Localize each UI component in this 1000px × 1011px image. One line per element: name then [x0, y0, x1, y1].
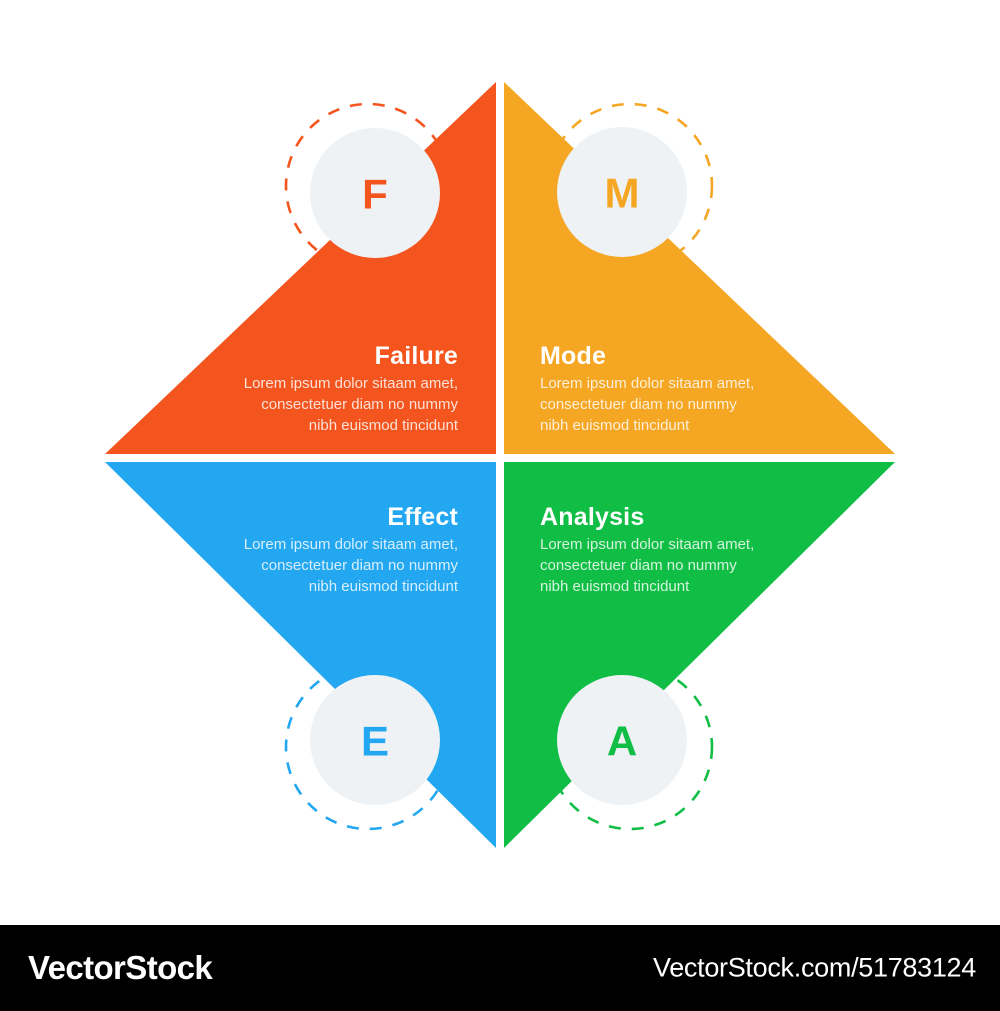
mode-body-line-1: Lorem ipsum dolor sitaam amet, — [540, 375, 754, 392]
effect-title: Effect — [387, 503, 458, 531]
analysis-title: Analysis — [540, 503, 644, 531]
quadrant-mode[interactable]: M Mode Lorem ipsum dolor sitaam amet, co… — [504, 82, 895, 454]
failure-body-line-2: consectetuer diam no nummy — [261, 396, 458, 413]
mode-badge-letter: M — [605, 170, 640, 217]
failure-body-line-1: Lorem ipsum dolor sitaam amet, — [244, 375, 458, 392]
mode-body-line-2: consectetuer diam no nummy — [540, 396, 737, 413]
effect-badge-letter: E — [361, 718, 389, 765]
analysis-badge-circle[interactable] — [557, 675, 687, 805]
quadrant-failure[interactable]: F Failure Lorem ipsum dolor sitaam amet,… — [105, 82, 496, 454]
quadrant-effect[interactable]: E Effect Lorem ipsum dolor sitaam amet, … — [105, 462, 496, 848]
effect-badge-circle[interactable] — [310, 675, 440, 805]
quadrant-analysis[interactable]: A Analysis Lorem ipsum dolor sitaam amet… — [504, 462, 895, 848]
effect-body-line-1: Lorem ipsum dolor sitaam amet, — [244, 536, 458, 553]
mode-badge-circle[interactable] — [557, 127, 687, 257]
vectorstock-url: VectorStock.com/51783124 — [652, 952, 976, 983]
analysis-dashed-ring — [546, 663, 714, 831]
analysis-body-line-2: consectetuer diam no nummy — [540, 557, 737, 574]
fmea-diamond-diagram: F Failure Lorem ipsum dolor sitaam amet,… — [105, 82, 895, 848]
failure-badge-letter: F — [362, 171, 388, 218]
mode-dashed-ring — [546, 102, 714, 270]
analysis-body-line-1: Lorem ipsum dolor sitaam amet, — [540, 536, 754, 553]
effect-body-line-2: consectetuer diam no nummy — [261, 557, 458, 574]
watermark-footer: VectorStock VectorStock.com/51783124 — [0, 925, 1000, 1011]
vectorstock-logo: VectorStock — [28, 949, 213, 986]
effect-dashed-ring — [284, 663, 452, 831]
failure-badge-circle[interactable] — [310, 128, 440, 258]
failure-dashed-ring — [284, 102, 452, 270]
failure-title: Failure — [375, 342, 458, 370]
mode-body-line-3: nibh euismod tincidunt — [540, 417, 690, 434]
analysis-badge-letter: A — [607, 718, 637, 765]
analysis-body-line-3: nibh euismod tincidunt — [540, 578, 690, 595]
effect-body-line-3: nibh euismod tincidunt — [309, 578, 459, 595]
failure-body-line-3: nibh euismod tincidunt — [309, 417, 459, 434]
mode-title: Mode — [540, 342, 606, 370]
